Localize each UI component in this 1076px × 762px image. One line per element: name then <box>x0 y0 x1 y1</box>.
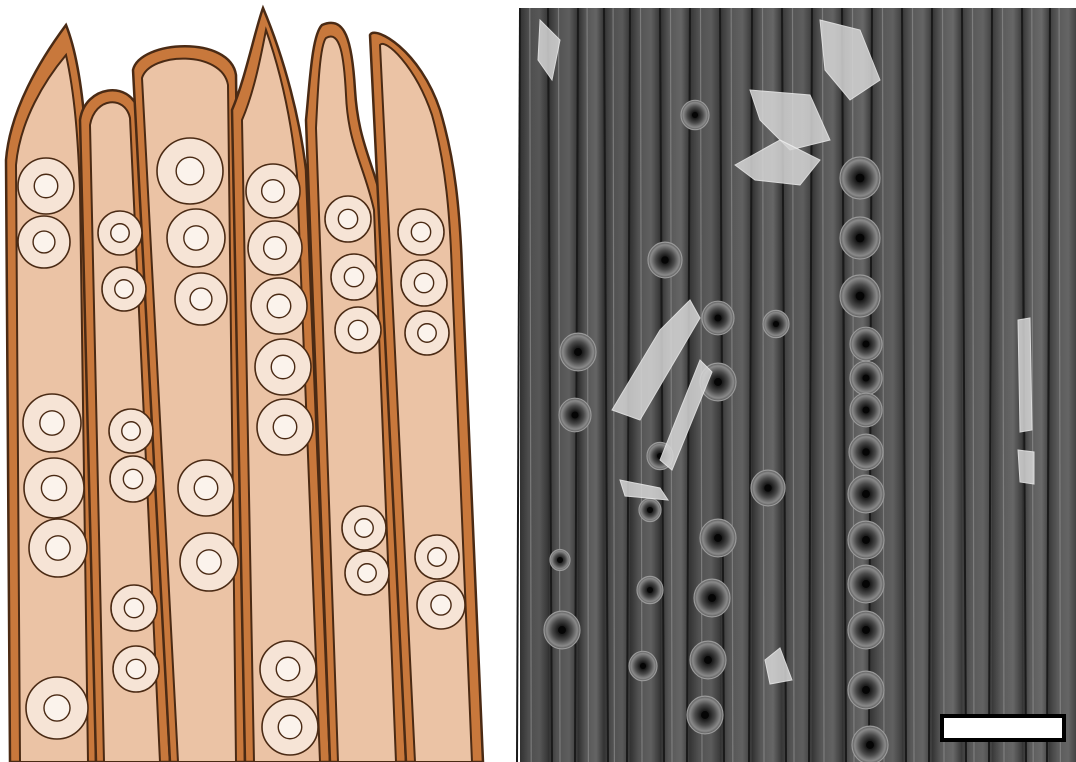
bordered-pit <box>113 646 159 692</box>
micrograph-pit <box>840 217 880 259</box>
wood-fiber <box>520 8 548 762</box>
bordered-pit <box>18 158 74 214</box>
wood-fiber <box>578 8 604 762</box>
wood-fiber <box>992 8 1022 762</box>
bordered-pit <box>248 221 302 275</box>
bordered-pit <box>18 216 70 268</box>
micrograph-pit <box>629 651 657 680</box>
bordered-pit <box>398 209 444 255</box>
scale-bar <box>942 716 1064 740</box>
bordered-pit <box>405 311 449 355</box>
fiber-boundary <box>517 8 520 762</box>
micrograph-pit <box>694 579 730 617</box>
bordered-pit <box>260 641 316 697</box>
micrograph-pit <box>848 475 884 513</box>
bordered-pit <box>325 196 371 242</box>
bordered-pit <box>157 138 223 204</box>
bordered-pit <box>417 581 465 629</box>
bordered-pit <box>110 456 156 502</box>
debris-flake <box>1018 450 1034 484</box>
micrograph-pit <box>637 576 663 603</box>
bordered-pit <box>345 551 389 595</box>
micrograph-pit <box>702 301 734 335</box>
bordered-pit <box>111 585 157 631</box>
micrograph-pit <box>849 434 883 470</box>
debris-flake <box>1018 318 1032 432</box>
sem-micrograph <box>517 8 1076 762</box>
micrograph-pit <box>850 361 882 395</box>
bordered-pit <box>178 460 234 516</box>
bordered-pit <box>246 164 300 218</box>
micrograph-pit <box>848 611 884 649</box>
wood-fiber <box>962 8 992 762</box>
micrograph-pit <box>690 641 726 679</box>
bordered-pit <box>109 409 153 453</box>
micrograph-pit <box>544 611 580 649</box>
bordered-pit <box>262 699 318 755</box>
bordered-pit <box>401 260 447 306</box>
wood-fiber <box>902 8 932 762</box>
micrograph-pit <box>852 726 888 762</box>
micrograph-pit <box>840 275 880 317</box>
bordered-pit <box>415 535 459 579</box>
bordered-pit <box>24 458 84 518</box>
micrograph-pit <box>850 327 882 361</box>
bordered-pit <box>167 209 225 267</box>
micrograph-pit <box>848 521 884 559</box>
micrograph-pit <box>559 398 591 432</box>
bordered-pit <box>255 339 311 395</box>
bordered-pit <box>342 506 386 550</box>
wood-fiber <box>1050 8 1076 762</box>
micrograph-pit <box>848 565 884 603</box>
bordered-pit <box>102 267 146 311</box>
bordered-pit <box>180 533 238 591</box>
bordered-pit <box>257 399 313 455</box>
micrograph-pit <box>763 310 789 337</box>
micrograph-pit <box>848 671 884 709</box>
micrograph-pit <box>700 519 736 557</box>
bordered-pit <box>251 278 307 334</box>
micrograph-pit <box>850 393 882 427</box>
bordered-pit <box>29 519 87 577</box>
micrograph-pit <box>687 696 723 734</box>
micrograph-pit <box>560 333 596 371</box>
micrograph-pit <box>751 470 785 506</box>
micrograph-pit <box>648 242 682 278</box>
bordered-pit <box>175 273 227 325</box>
bordered-pit <box>335 307 381 353</box>
bordered-pit <box>26 677 88 739</box>
tracheid-illustration <box>6 8 483 762</box>
bordered-pit <box>331 254 377 300</box>
bordered-pit <box>23 394 81 452</box>
bordered-pit <box>98 211 142 255</box>
wood-fiber <box>932 8 962 762</box>
micrograph-pit <box>550 550 570 571</box>
micrograph-pit <box>681 100 709 129</box>
micrograph-pit <box>840 157 880 199</box>
micrograph-pit <box>639 498 661 521</box>
